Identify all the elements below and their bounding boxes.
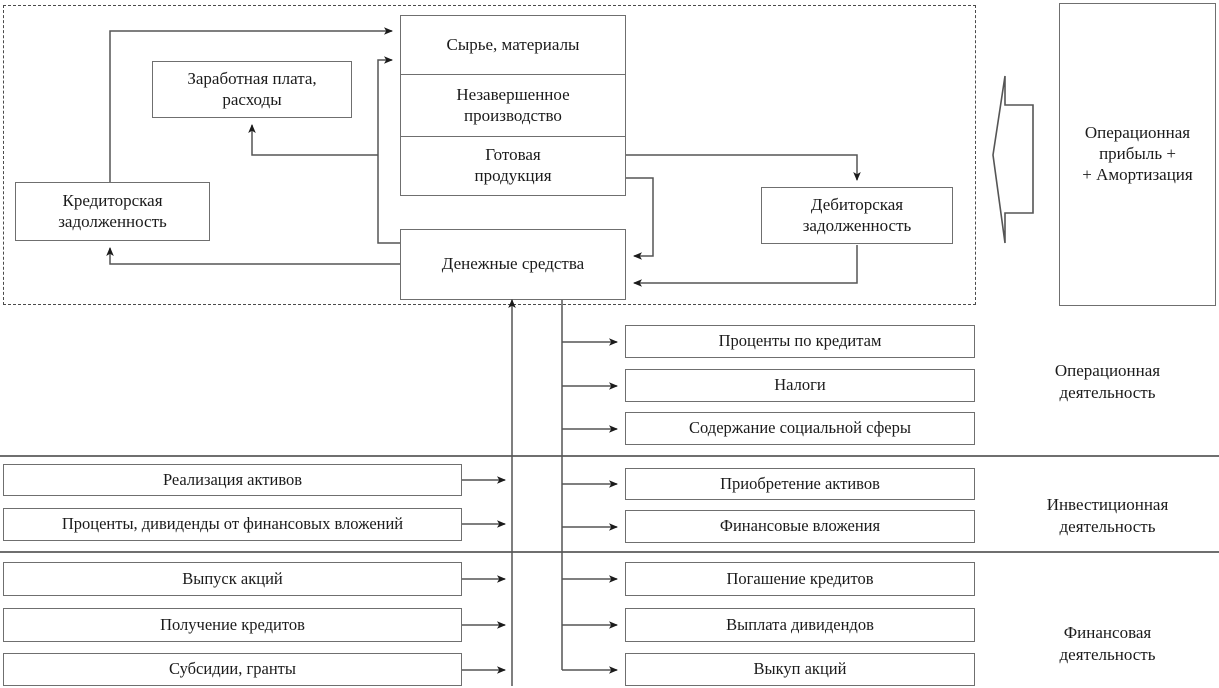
box-accounts-payable-label: Кредиторская задолженность (58, 190, 167, 231)
section-label-financing-text: Финансовая деятельность (1059, 623, 1156, 665)
box-outflow-operating-0: Проценты по кредитам (625, 325, 975, 358)
box-outflow-financing-0: Погашение кредитов (625, 562, 975, 596)
box-accounts-receivable-label: Дебиторская задолженность (802, 194, 912, 235)
operating-activity-dashed-frame (3, 5, 976, 305)
box-work-in-progress: Незавершенное производство (400, 75, 626, 137)
box-operating-profit: Операционная прибыль + + Амортизация (1059, 3, 1216, 306)
box-outflow-operating-1: Налоги (625, 369, 975, 402)
brace-to-operating-profit (992, 75, 1034, 244)
box-outflow-operating-0-label: Проценты по кредитам (718, 331, 882, 351)
box-inflow-financing-0-label: Выпуск акций (182, 568, 283, 588)
box-cash: Денежные средства (400, 229, 626, 300)
box-inflow-investing-0-label: Реализация активов (162, 469, 303, 489)
box-inflow-investing-1: Проценты, дивиденды от финансовых вложен… (3, 508, 462, 541)
box-inflow-financing-2-label: Субсидии, гранты (169, 659, 296, 679)
box-outflow-investing-1: Финансовые вложения (625, 510, 975, 543)
box-outflow-operating-1-label: Налоги (774, 375, 826, 395)
box-raw-materials: Сырье, материалы (400, 15, 626, 75)
box-outflow-investing-0: Приобретение активов (625, 468, 975, 500)
box-inflow-investing-1-label: Проценты, дивиденды от финансовых вложен… (61, 514, 404, 534)
box-outflow-investing-1-label: Финансовые вложения (719, 516, 881, 536)
box-outflow-financing-1-label: Выплата дивидендов (726, 614, 874, 634)
separator-operating-investing (0, 455, 1219, 457)
box-outflow-financing-2: Выкуп акций (625, 653, 975, 686)
box-accounts-receivable: Дебиторская задолженность (761, 187, 953, 244)
box-outflow-investing-0-label: Приобретение активов (720, 473, 880, 493)
box-wages: Заработная плата, расходы (152, 61, 352, 118)
section-label-investing-text: Инвестиционная деятельность (1046, 495, 1169, 537)
box-finished-goods: Готовая продукция (400, 137, 626, 196)
section-label-investing: Инвестиционная деятельность (1000, 472, 1215, 538)
box-cash-label: Денежные средства (441, 254, 585, 274)
separator-investing-financing (0, 551, 1219, 553)
box-inflow-financing-1-label: Получение кредитов (160, 614, 305, 634)
box-outflow-financing-0-label: Погашение кредитов (726, 568, 874, 588)
box-accounts-payable: Кредиторская задолженность (15, 182, 210, 241)
box-inflow-financing-0: Выпуск акций (3, 562, 462, 596)
box-wages-label: Заработная плата, расходы (187, 68, 317, 109)
box-inflow-financing-2: Субсидии, гранты (3, 653, 462, 686)
box-finished-goods-label: Готовая продукция (474, 145, 552, 185)
box-outflow-financing-2-label: Выкуп акций (753, 659, 847, 679)
box-raw-materials-label: Сырье, материалы (446, 34, 580, 54)
box-work-in-progress-label: Незавершенное производство (456, 84, 570, 125)
section-label-financing: Финансовая деятельность (1000, 600, 1215, 666)
section-label-operating-text: Операционная деятельность (1054, 361, 1161, 403)
box-inflow-investing-0: Реализация активов (3, 464, 462, 496)
box-outflow-operating-2: Содержание социальной сферы (625, 412, 975, 445)
box-operating-profit-label: Операционная прибыль + + Амортизация (1082, 123, 1193, 184)
box-outflow-operating-2-label: Содержание социальной сферы (689, 418, 911, 438)
box-outflow-financing-1: Выплата дивидендов (625, 608, 975, 642)
section-label-operating: Операционная деятельность (1000, 338, 1215, 404)
box-inflow-financing-1: Получение кредитов (3, 608, 462, 642)
